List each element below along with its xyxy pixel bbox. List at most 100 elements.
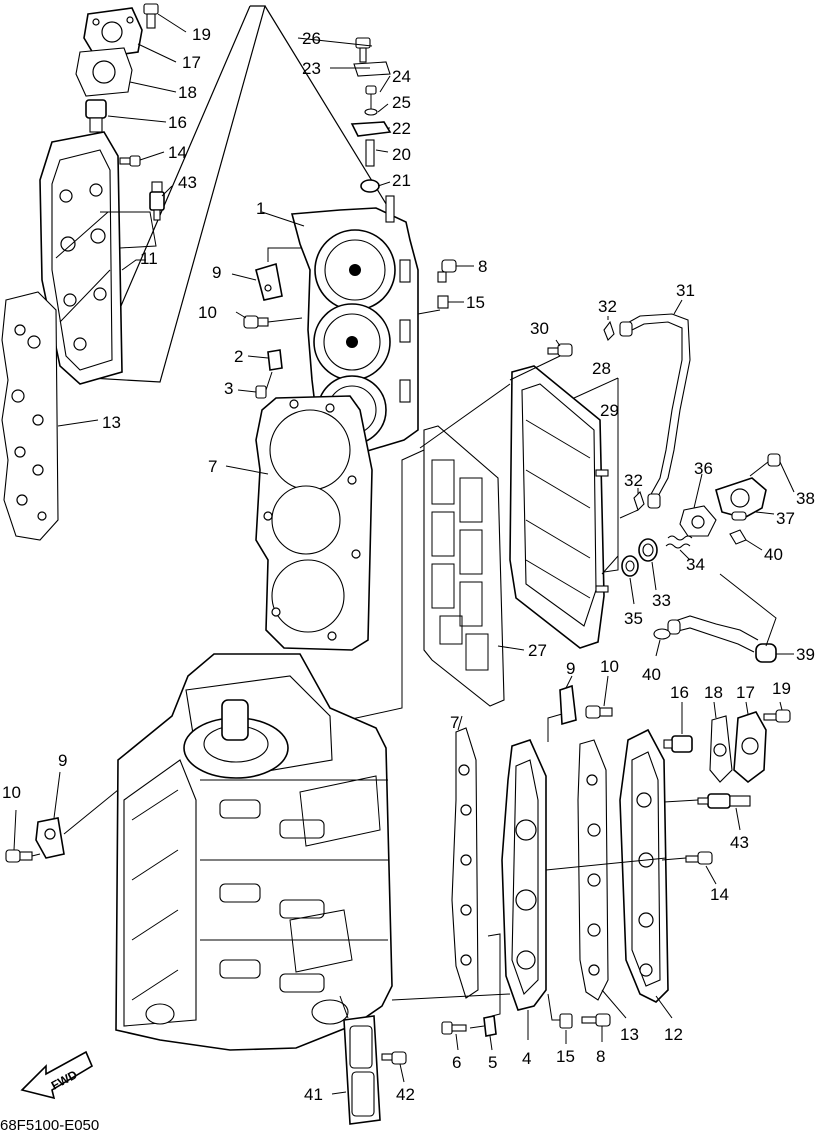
spring-34 — [665, 535, 693, 549]
bolt-42 — [381, 1051, 407, 1065]
callout-13-left: 13 — [102, 413, 121, 432]
callout-10-top: 10 — [198, 303, 217, 322]
head-gasket-7-top — [255, 395, 373, 651]
gasket-13-left — [1, 291, 59, 541]
bolt-26 — [355, 37, 371, 63]
plate-9-left — [35, 817, 65, 859]
callout-19-right: 19 — [772, 679, 791, 698]
pin-20 — [365, 139, 375, 167]
callout-33: 33 — [652, 591, 671, 610]
valve-33 — [638, 538, 658, 562]
washer-25 — [364, 108, 378, 116]
head-gasket-7-bottom — [451, 727, 479, 999]
callout-17-top: 17 — [182, 53, 201, 72]
callout-11: 11 — [140, 249, 158, 268]
callout-23: 23 — [302, 59, 321, 78]
cylinder-head-1 — [290, 195, 419, 457]
bolt-30 — [547, 343, 573, 357]
callout-1: 1 — [256, 199, 265, 218]
bolt-19-right — [763, 709, 791, 723]
callout-40-bottom: 40 — [642, 665, 661, 684]
exhaust-cover-11 — [39, 131, 123, 385]
bolt-10-top — [243, 315, 269, 329]
gasket-18-right — [709, 715, 733, 783]
callout-10-right: 10 — [600, 657, 619, 676]
cylinder-head-4 — [501, 739, 547, 1011]
callout-8-bottom: 8 — [596, 1047, 605, 1066]
fwd-arrow-icon — [20, 1050, 94, 1100]
clip-32-mid — [633, 490, 645, 512]
thermostat-cover-17 — [83, 7, 143, 59]
callout-17-right: 17 — [736, 683, 755, 702]
callout-43-top: 43 — [178, 173, 197, 192]
intake-cover-28 — [509, 365, 609, 649]
sensor-43-top — [149, 181, 165, 221]
bolt-14-top — [119, 155, 141, 167]
callout-12: 12 — [664, 1025, 683, 1044]
callout-28: 28 — [592, 359, 611, 378]
cylinder-block — [115, 653, 393, 1051]
bolt-8-bottom — [581, 1013, 611, 1027]
spacer-15-top — [437, 295, 449, 309]
hose-31 — [619, 313, 691, 509]
grommet-21 — [360, 179, 380, 193]
gasket-13-right — [577, 739, 609, 1001]
callout-39: 39 — [796, 645, 815, 664]
callout-38: 38 — [796, 489, 815, 508]
callout-8-top: 8 — [478, 257, 487, 276]
thermostat-cover-17-right — [733, 711, 767, 784]
callout-10-left: 10 — [2, 783, 21, 802]
plate-9-right — [559, 684, 577, 726]
callout-26: 26 — [302, 29, 321, 48]
callout-27: 27 — [528, 641, 547, 660]
callout-18-right: 18 — [704, 683, 723, 702]
bracket-23 — [353, 61, 391, 77]
callout-15-top: 15 — [466, 293, 485, 312]
callout-42: 42 — [396, 1085, 415, 1104]
callout-5: 5 — [488, 1053, 497, 1072]
callout-29: 29 — [600, 401, 619, 420]
clip-32-top — [603, 320, 615, 341]
gasket-41 — [343, 1015, 381, 1125]
callout-16-top: 16 — [168, 113, 187, 132]
plate-22 — [350, 121, 392, 137]
callout-18-top: 18 — [178, 83, 197, 102]
callout-37: 37 — [776, 509, 795, 528]
gasket-36 — [679, 505, 717, 537]
screw-3 — [255, 371, 273, 399]
callout-3: 3 — [224, 379, 233, 398]
housing-37 — [715, 477, 767, 521]
callout-7-top: 7 — [208, 457, 217, 476]
assembly-frame-left — [89, 5, 266, 383]
callout-30: 30 — [530, 319, 549, 338]
callout-14-top: 14 — [168, 143, 187, 162]
clip-40-top — [729, 529, 747, 545]
bolt-10-right — [585, 705, 613, 719]
callout-9-right: 9 — [566, 659, 575, 678]
plate-9-top — [255, 262, 283, 301]
callout-6: 6 — [452, 1053, 461, 1072]
callout-15-bottom: 15 — [556, 1047, 575, 1066]
bolt-24 — [365, 85, 377, 114]
callout-13-right: 13 — [620, 1025, 639, 1044]
callout-35: 35 — [624, 609, 643, 628]
exhaust-cover-12 — [619, 728, 669, 1003]
callout-14-right: 14 — [710, 885, 729, 904]
bolt-14-right — [685, 851, 713, 865]
callout-2: 2 — [234, 347, 243, 366]
callout-20: 20 — [392, 145, 411, 164]
bolt-8-top — [437, 259, 457, 283]
callout-34: 34 — [686, 555, 705, 574]
callout-32-top: 32 — [598, 297, 617, 316]
hose-39 — [667, 615, 777, 663]
callout-32-mid: 32 — [624, 471, 643, 490]
seal-35 — [621, 555, 639, 577]
clip-40-bottom — [653, 628, 671, 640]
bolt-19-top — [143, 3, 159, 29]
gasket-27 — [423, 425, 505, 707]
callout-43-right: 43 — [730, 833, 749, 852]
callout-40-top: 40 — [764, 545, 783, 564]
callout-41: 41 — [304, 1085, 323, 1104]
